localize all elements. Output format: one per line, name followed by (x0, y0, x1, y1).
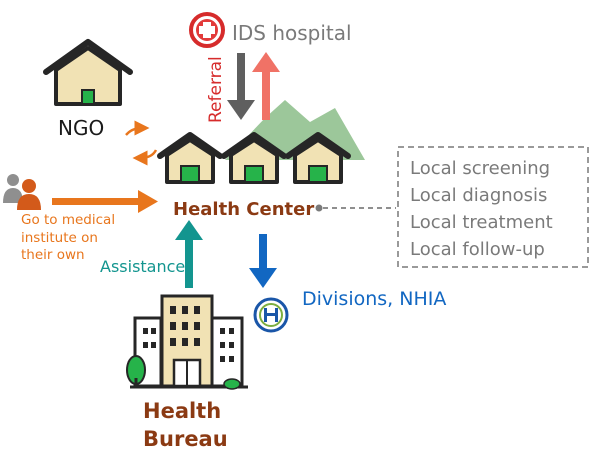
health-center-house-3 (285, 132, 351, 184)
health-bureau-building-icon (130, 294, 248, 389)
health-center-house-2 (221, 132, 287, 184)
self-visit-label-line2: institute on (21, 230, 98, 246)
local-services-connector (315, 204, 396, 212)
nhia-arrow (249, 234, 277, 288)
local-service-item: Local diagnosis (410, 185, 547, 206)
health-bureau-label-line2: Bureau (143, 427, 228, 451)
referral-down-arrow (227, 53, 255, 120)
assistance-label: Assistance (100, 257, 185, 276)
bush-icon (223, 378, 241, 390)
self-visit-label-line3: their own (21, 247, 85, 263)
ngo-exchange-arrows (125, 120, 158, 166)
red-cross-icon (189, 12, 225, 48)
local-services-box (397, 146, 589, 268)
nhia-emblem-icon (253, 297, 289, 333)
health-center-house-1 (157, 132, 223, 184)
people-icon (3, 174, 41, 210)
local-service-item: Local treatment (410, 212, 553, 233)
tree-icon (126, 355, 146, 388)
ngo-house-icon (43, 39, 133, 106)
ids-hospital-label: IDS hospital (232, 21, 352, 45)
health-center-label: Health Center (173, 199, 314, 220)
health-bureau-label-line1: Health (143, 399, 221, 423)
self-visit-label-line1: Go to medical (21, 212, 115, 228)
ngo-label: NGO (58, 116, 104, 140)
local-service-item: Local screening (410, 158, 550, 179)
referral-label: Referral (206, 56, 226, 123)
nhia-label: Divisions, NHIA (302, 288, 446, 310)
referral-up-arrow (252, 52, 280, 120)
self-visit-arrow (52, 190, 158, 213)
local-service-item: Local follow-up (410, 239, 545, 260)
assistance-arrow (175, 220, 203, 288)
